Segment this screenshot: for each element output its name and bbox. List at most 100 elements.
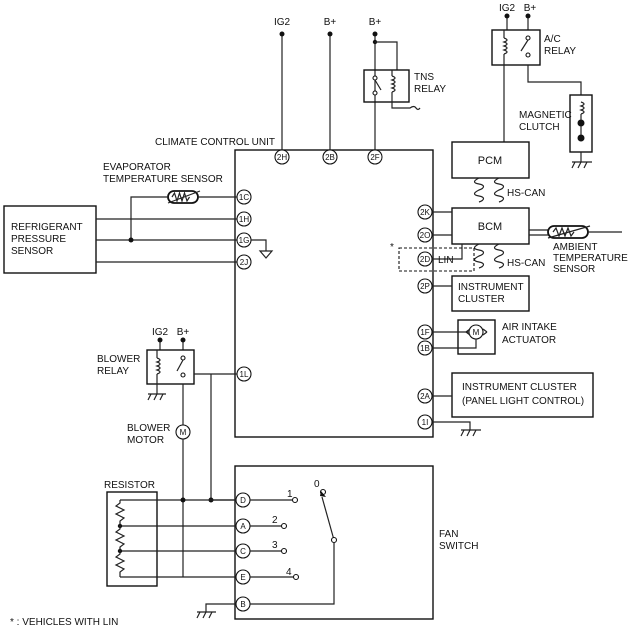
svg-text:C: C [240, 547, 246, 556]
svg-text:B: B [240, 600, 245, 609]
blower-motor: M BLOWER MOTOR [127, 384, 191, 577]
svg-text:M: M [180, 428, 187, 437]
bplus-supply-ac: B+ [524, 3, 537, 30]
svg-text:MOTOR: MOTOR [127, 435, 164, 446]
wire-1L-fanD [210, 374, 236, 501]
pin-2A: 2A [417, 388, 433, 404]
instrument-cluster-box: INSTRUMENT CLUSTER [451, 275, 530, 312]
instrument-cluster-panel-light-box: INSTRUMENT CLUSTER (PANEL LIGHT CONTROL) [432, 372, 594, 418]
resistor-block: RESISTOR [104, 480, 236, 587]
svg-text:CLUSTER: CLUSTER [458, 294, 505, 305]
blower-relay: BLOWER RELAY [97, 349, 195, 401]
pin-2K: 2K [417, 204, 433, 220]
evaporator-temperature-sensor: EVAPORATOR TEMPERATURE SENSOR [103, 162, 237, 240]
svg-text:1F: 1F [420, 328, 429, 337]
svg-text:B+: B+ [524, 3, 537, 14]
svg-text:BLOWER: BLOWER [127, 423, 170, 434]
pin-2J: 2J [236, 254, 252, 270]
svg-text:IG2: IG2 [499, 3, 516, 14]
bplus-supply-blower: B+ [177, 327, 190, 350]
svg-text:*: * [390, 242, 394, 253]
svg-text:HS-CAN: HS-CAN [507, 188, 545, 199]
svg-text:3: 3 [272, 540, 278, 551]
ig2-supply-ac: IG2 [499, 3, 516, 30]
svg-text:1I: 1I [422, 418, 429, 427]
bplus-supply-unit: B+ [324, 17, 337, 150]
svg-text:M: M [473, 328, 480, 337]
svg-text:INSTRUMENT: INSTRUMENT [458, 282, 524, 293]
svg-text:EVAPORATOR: EVAPORATOR [103, 162, 171, 173]
svg-text:HS-CAN: HS-CAN [507, 258, 545, 269]
pin-2D: 2D [417, 251, 433, 267]
svg-text:4: 4 [286, 567, 292, 578]
ground-1I [432, 421, 481, 437]
svg-text:PRESSURE: PRESSURE [11, 234, 66, 245]
svg-text:1C: 1C [239, 193, 249, 202]
tns-relay-label-1: TNS [414, 72, 434, 83]
svg-text:2D: 2D [420, 255, 430, 264]
ac-relay-label-1: A/C [544, 34, 561, 45]
svg-text:BCM: BCM [478, 221, 502, 233]
fan-switch-box [234, 465, 434, 620]
magnetic-clutch-label-2: CLUTCH [519, 122, 560, 133]
lin-marker: LIN * [390, 242, 475, 272]
svg-text:AIR INTAKE: AIR INTAKE [502, 322, 557, 333]
magnetic-clutch: MAGNETIC CLUTCH [519, 94, 593, 169]
pin-1C: 1C [236, 189, 252, 205]
bcm-box: BCM [451, 207, 530, 245]
pin-2O: 2O [417, 227, 433, 243]
hs-can-upper: HS-CAN [473, 177, 545, 203]
wire-ac-relay-clutch [527, 65, 582, 95]
ac-relay-label-2: RELAY [544, 46, 576, 57]
svg-text:2H: 2H [277, 153, 287, 162]
svg-text:TEMPERATURE SENSOR: TEMPERATURE SENSOR [103, 174, 223, 185]
svg-text:0: 0 [314, 479, 320, 490]
pin-1H: 1H [236, 211, 252, 227]
svg-text:PCM: PCM [478, 155, 502, 167]
fan-switch-contacts: 1 2 3 4 0 [250, 479, 338, 605]
svg-text:SENSOR: SENSOR [11, 246, 53, 257]
fan-pin-C: C [235, 543, 251, 559]
svg-text:1: 1 [287, 489, 293, 500]
ac-relay: A/C RELAY [491, 29, 576, 66]
hs-can-lower: HS-CAN [473, 243, 545, 269]
footnote: * : VEHICLES WITH LIN [10, 617, 118, 628]
svg-text:REFRIGERANT: REFRIGERANT [11, 222, 83, 233]
fan-switch-label-1: FAN [439, 529, 458, 540]
svg-text:A: A [240, 522, 246, 531]
svg-text:1B: 1B [420, 344, 430, 353]
svg-text:2B: 2B [325, 153, 335, 162]
svg-text:D: D [240, 496, 246, 505]
fan-pin-D: D [235, 492, 251, 508]
svg-text:B+: B+ [177, 327, 190, 338]
ig2-supply-blower: IG2 [152, 327, 168, 350]
pin-2H: 2H [274, 149, 290, 165]
svg-text:2: 2 [272, 515, 278, 526]
fan-pin-A: A [235, 518, 251, 534]
svg-text:IG2: IG2 [274, 17, 291, 28]
pcm-box: PCM [451, 141, 530, 179]
fan-pin-E: E [235, 569, 251, 585]
svg-text:1H: 1H [239, 215, 249, 224]
climate-control-unit-box [234, 149, 434, 438]
ground-fan-B [196, 603, 236, 619]
pin-2F: 2F [367, 149, 383, 165]
pin-1G: 1G [236, 232, 252, 248]
svg-text:B+: B+ [324, 17, 337, 28]
svg-text:2P: 2P [420, 282, 430, 291]
svg-text:E: E [240, 573, 245, 582]
magnetic-clutch-label-1: MAGNETIC [519, 110, 572, 121]
svg-text:SENSOR: SENSOR [553, 264, 595, 275]
wire-2D-lin [432, 244, 463, 260]
svg-text:2F: 2F [370, 153, 379, 162]
refrigerant-pressure-sensor: REFRIGERANT PRESSURE SENSOR [3, 205, 237, 274]
fan-switch-label-2: SWITCH [439, 541, 478, 552]
svg-text:2O: 2O [420, 231, 431, 240]
svg-text:RESISTOR: RESISTOR [104, 480, 155, 491]
pin-1L: 1L [236, 366, 252, 382]
pin-2B: 2B [322, 149, 338, 165]
tns-relay-label-2: RELAY [414, 84, 446, 95]
signal-ground-1G [251, 239, 274, 259]
svg-text:(PANEL LIGHT CONTROL): (PANEL LIGHT CONTROL) [462, 396, 584, 407]
